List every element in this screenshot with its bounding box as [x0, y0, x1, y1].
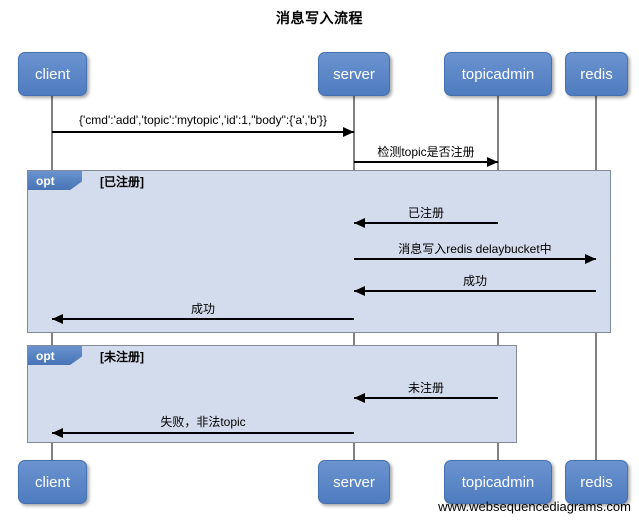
- message-label-msg-server-topicadmin-check: 检测topic是否注册: [377, 145, 475, 159]
- actor-client-bottom[interactable]: client: [18, 460, 87, 504]
- actor-redis-bottom[interactable]: redis: [565, 460, 628, 504]
- arrowhead-icon-msg-server-client-fail: [52, 428, 63, 438]
- message-line-msg-client-server-add: [52, 131, 354, 133]
- message-label-msg-server-redis-write: 消息写入redis delaybucket中: [398, 242, 552, 256]
- actor-label: server: [333, 65, 375, 83]
- arrowhead-icon-msg-topicadmin-server-unregistered: [354, 393, 365, 403]
- fragment-opt-unregistered: [27, 345, 517, 443]
- arrowhead-icon-msg-redis-server-success: [354, 286, 365, 296]
- message-line-msg-server-topicadmin-check: [354, 161, 498, 163]
- actor-label: server: [333, 473, 375, 491]
- diagram-title: 消息写入流程: [276, 10, 363, 26]
- arrowhead-icon-msg-topicadmin-server-registered: [354, 218, 365, 228]
- fragment-tag-opt-unregistered: opt: [28, 346, 82, 365]
- message-line-msg-redis-server-success: [354, 290, 596, 292]
- fragment-tag-opt-registered: opt: [28, 171, 82, 190]
- fragment-condition-opt-unregistered: [未注册]: [100, 350, 144, 364]
- message-label-msg-client-server-add: {'cmd':'add','topic':'mytopic','id':1,"b…: [78, 113, 328, 127]
- footer-watermark: www.websequencediagrams.com: [438, 499, 631, 514]
- actor-client-top[interactable]: client: [18, 52, 87, 96]
- actor-label: topicadmin: [461, 473, 535, 491]
- actor-label: redis: [580, 473, 613, 491]
- fragment-condition-opt-registered: [已注册]: [100, 175, 144, 189]
- actor-topicadmin-bottom[interactable]: topicadmin: [444, 460, 552, 504]
- actor-label: client: [34, 473, 71, 491]
- message-line-msg-topicadmin-server-unregistered: [354, 397, 498, 399]
- actor-label: redis: [580, 65, 613, 83]
- message-label-msg-topicadmin-server-registered: 已注册: [407, 206, 444, 220]
- arrowhead-icon-msg-server-redis-write: [585, 254, 596, 264]
- fragment-opt-registered: [27, 170, 611, 333]
- message-line-msg-server-client-success: [52, 318, 354, 320]
- actor-label: topicadmin: [461, 65, 535, 83]
- actor-topicadmin-top[interactable]: topicadmin: [444, 52, 552, 96]
- actor-server-bottom[interactable]: server: [318, 460, 390, 504]
- arrowhead-icon-msg-server-client-success: [52, 314, 63, 324]
- actor-server-top[interactable]: server: [318, 52, 390, 96]
- message-label-msg-server-client-success: 成功: [190, 302, 215, 316]
- actor-label: client: [34, 65, 71, 83]
- message-label-msg-topicadmin-server-unregistered: 未注册: [407, 381, 444, 395]
- message-line-msg-topicadmin-server-registered: [354, 222, 498, 224]
- arrowhead-icon-msg-client-server-add: [343, 127, 354, 137]
- message-label-msg-server-client-fail: 失败，非法topic: [160, 415, 246, 429]
- arrowhead-icon-msg-server-topicadmin-check: [487, 157, 498, 167]
- message-label-msg-redis-server-success: 成功: [462, 274, 487, 288]
- message-line-msg-server-redis-write: [354, 258, 596, 260]
- message-line-msg-server-client-fail: [52, 432, 354, 434]
- actor-redis-top[interactable]: redis: [565, 52, 628, 96]
